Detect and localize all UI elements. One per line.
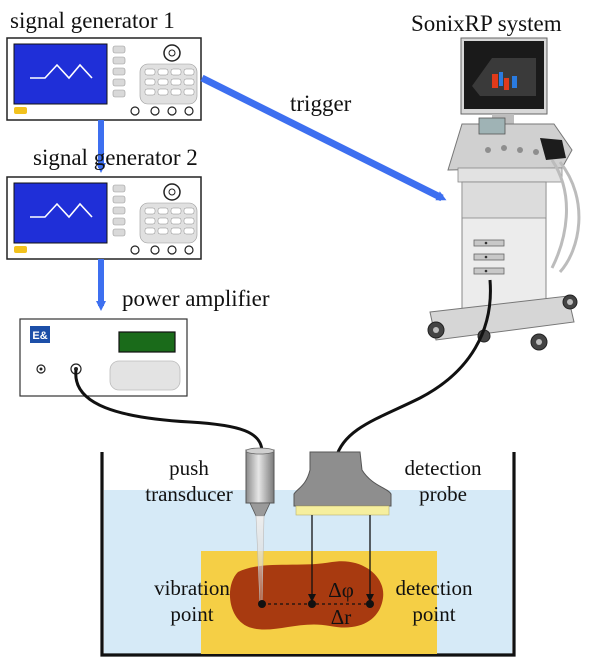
push-transducer (245, 447, 275, 605)
signal-generator-2 (6, 176, 202, 260)
generator-1-screen (13, 43, 108, 105)
label-push: push (169, 456, 209, 480)
detection-point-marker-2 (366, 600, 374, 608)
label-signal-generator-2: signal generator 2 (33, 145, 198, 170)
label-sonix-system: SonixRP system (411, 11, 562, 36)
probe-cable (334, 279, 492, 459)
vibration-point-marker (258, 600, 266, 608)
label-trigger: trigger (290, 91, 352, 116)
amplifier-display (118, 331, 176, 353)
trigger-arrow (200, 74, 447, 202)
detection-probe (293, 451, 392, 516)
label-signal-generator-1: signal generator 1 (10, 8, 175, 33)
label-detection-point: point (412, 602, 456, 626)
power-amplifier: E& (19, 318, 188, 397)
amplifier-cable (74, 369, 264, 453)
amplifier-logo: E& (32, 330, 47, 342)
waveform-icon (30, 202, 93, 219)
label-delta-phi: Δφ (328, 578, 354, 602)
signal-generator-1 (6, 37, 202, 121)
signal-arrows (96, 74, 447, 311)
measurement-marks (258, 515, 374, 608)
label-probe: probe (419, 482, 467, 506)
label-detection-point-top: detection (395, 576, 473, 600)
sonix-system (427, 37, 581, 351)
label-transducer: transducer (145, 482, 233, 506)
waveform-icon (30, 63, 93, 80)
generator-2-screen (13, 182, 108, 244)
label-vibration-point: point (170, 602, 214, 626)
label-power-amplifier: power amplifier (122, 286, 270, 311)
label-delta-r: Δr (330, 605, 352, 629)
detection-point-marker-1 (308, 600, 316, 608)
inclusion (229, 561, 384, 630)
label-detection: detection (404, 456, 482, 480)
label-vibration: vibration (154, 576, 230, 600)
